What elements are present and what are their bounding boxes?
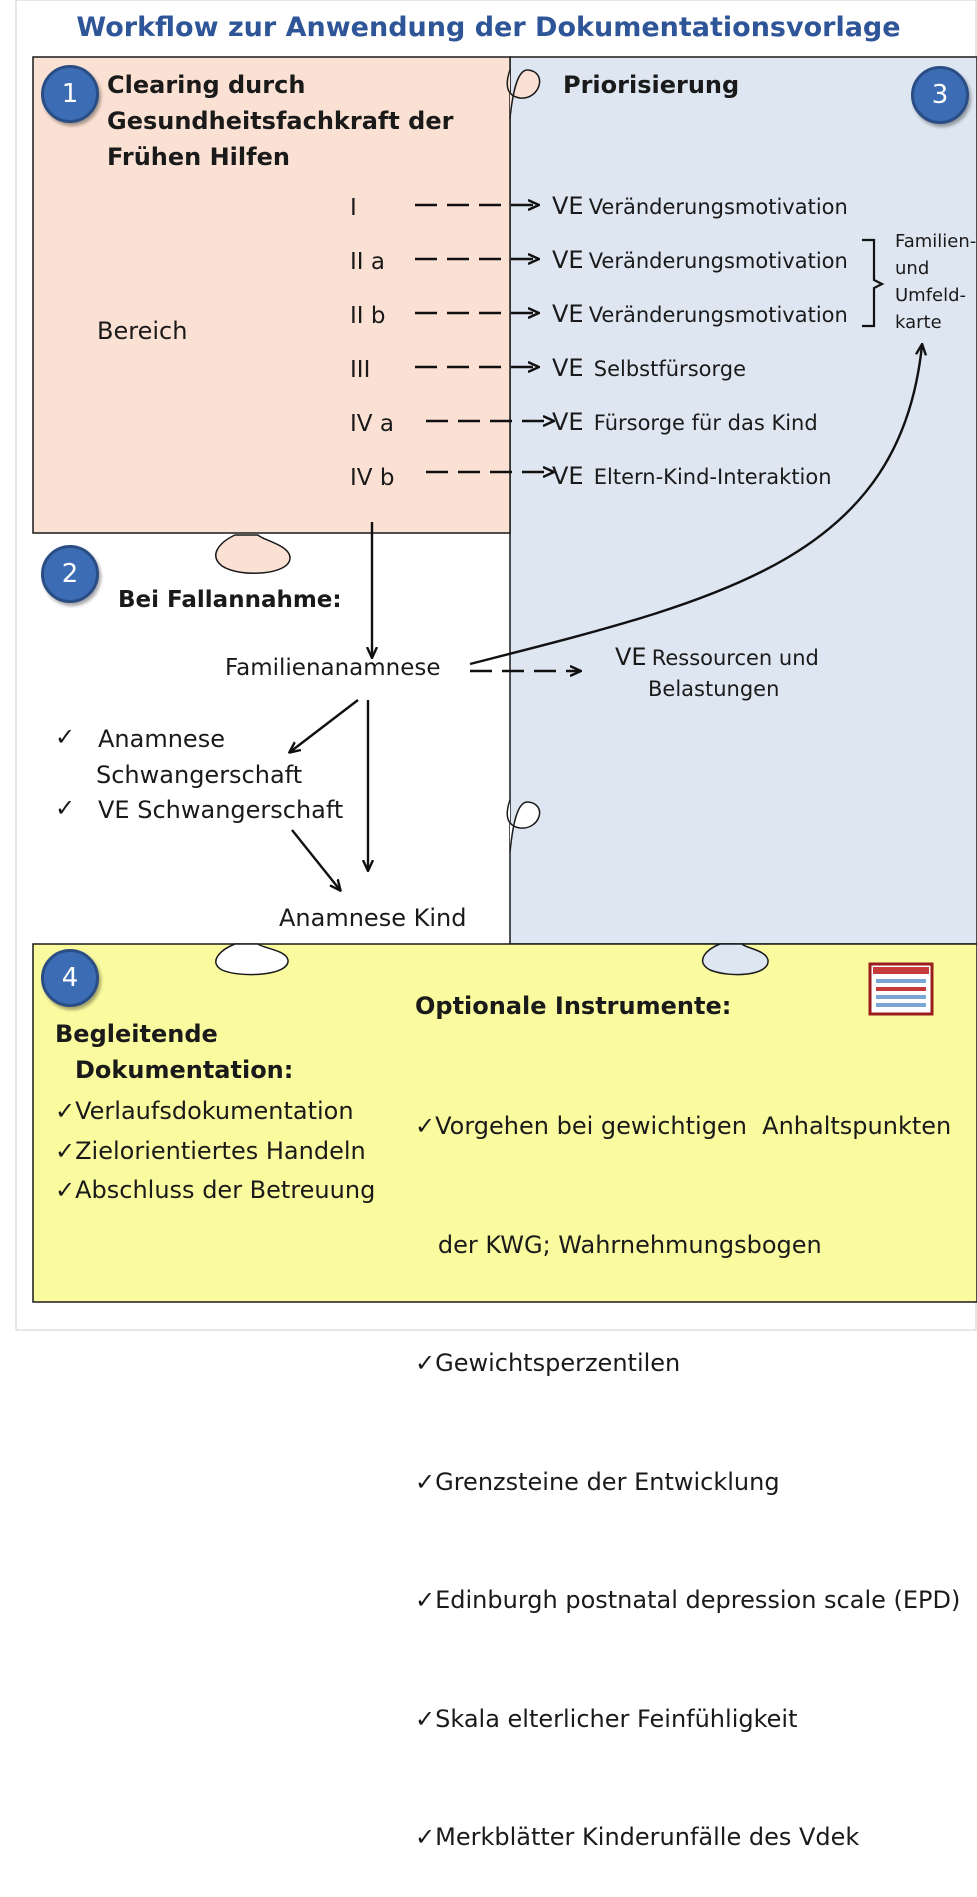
check-item-line: VE Schwangerschaft	[98, 796, 344, 824]
resources-line1: VE Ressourcen und	[615, 643, 819, 671]
optional-item: ✓Gewichtsperzentilen	[415, 1349, 681, 1377]
optional-item: der KWG; Wahrnehmungsbogen	[415, 1230, 822, 1259]
begleitend-item: ✓Abschluss der Betreuung	[55, 1176, 376, 1204]
puzzle-tab-top	[506, 69, 541, 119]
clearing-heading-line3: Frühen Hilfen	[107, 143, 290, 171]
optional-item: ✓Merkblätter Kinderunfälle des Vdek	[415, 1823, 860, 1851]
begleitend-list: ✓Verlaufsdokumentation ✓Zielorientiertes…	[55, 1092, 375, 1211]
optional-item: ✓Grenzsteine der Entwicklung	[415, 1467, 780, 1496]
puzzle-knob-2	[215, 943, 289, 976]
family-brace	[862, 238, 885, 328]
priorisierung-heading: Priorisierung	[563, 71, 740, 99]
area-label: IV b	[350, 465, 395, 491]
ve-item: VE Selbstfürsorge	[552, 354, 746, 382]
puzzle-tab-bottom	[506, 799, 541, 853]
optional-item: ✓Edinburgh postnatal depression scale (E…	[415, 1586, 961, 1614]
step-badge-2: 2	[41, 545, 99, 603]
panel-clearing	[32, 56, 511, 534]
area-label: II b	[350, 303, 386, 329]
begleitend-item: ✓Verlaufsdokumentation	[55, 1097, 354, 1125]
family-card-line: Umfeld-	[895, 285, 967, 306]
optional-heading: Optionale Instrumente:	[415, 992, 732, 1020]
ve-item: VE Veränderungsmotivation	[552, 246, 848, 274]
check-item-line: Anamnese	[98, 725, 225, 753]
fallannahme-heading: Bei Fallannahme:	[118, 587, 342, 613]
area-label: II a	[350, 249, 385, 275]
step-badge-1: 1	[41, 65, 99, 123]
begleitend-item: ✓Zielorientiertes Handeln	[55, 1136, 366, 1165]
workflow-diagram	[15, 0, 977, 1331]
document-form-icon	[868, 962, 934, 1016]
resources-line2: Belastungen	[648, 677, 780, 701]
ve-item: VE Veränderungsmotivation	[552, 300, 848, 328]
begleitend-heading-line2: Dokumentation:	[75, 1056, 294, 1084]
step-badge-3: 3	[911, 66, 969, 124]
area-label: III	[350, 357, 371, 383]
optional-item: ✓Vorgehen bei gewichtigen Anhaltspunkten	[415, 1112, 952, 1140]
ve-item: VE Veränderungsmotivation	[552, 192, 848, 220]
page-title: Workflow zur Anwendung der Dokumentation…	[76, 12, 901, 43]
optional-list: ✓Vorgehen bei gewichtigen Anhaltspunkten…	[415, 1028, 960, 1897]
ve-item: VE Fürsorge für das Kind	[552, 408, 818, 436]
family-card-line: karte	[895, 312, 942, 333]
clearing-heading-line2: Gesundheitsfachkraft der	[107, 107, 454, 135]
step-badge-4: 4	[41, 949, 99, 1007]
puzzle-knob-1	[215, 534, 291, 575]
check-item-line: Schwangerschaft	[96, 761, 303, 789]
panel-dokumentation	[32, 943, 977, 1303]
familienanamnese-label: Familienanamnese	[225, 655, 441, 681]
family-card-line: und	[895, 258, 930, 279]
clearing-heading-line1: Clearing durch	[107, 71, 306, 99]
family-card-line: Familien-	[895, 231, 977, 252]
puzzle-knob-3	[701, 943, 769, 976]
optional-item: ✓Skala elterlicher Feinfühligkeit	[415, 1704, 798, 1733]
ve-item: VE Eltern-Kind-Interaktion	[552, 462, 832, 490]
begleitend-heading-line1: Begleitende	[55, 1020, 218, 1048]
area-label: IV a	[350, 411, 394, 437]
bereich-label: Bereich	[97, 317, 188, 345]
check-mark: ✓	[55, 794, 76, 822]
area-label: I	[350, 195, 357, 221]
panel-priorisierung	[509, 56, 977, 945]
anamnese-kind-label: Anamnese Kind	[279, 904, 467, 932]
check-mark: ✓	[55, 723, 76, 751]
